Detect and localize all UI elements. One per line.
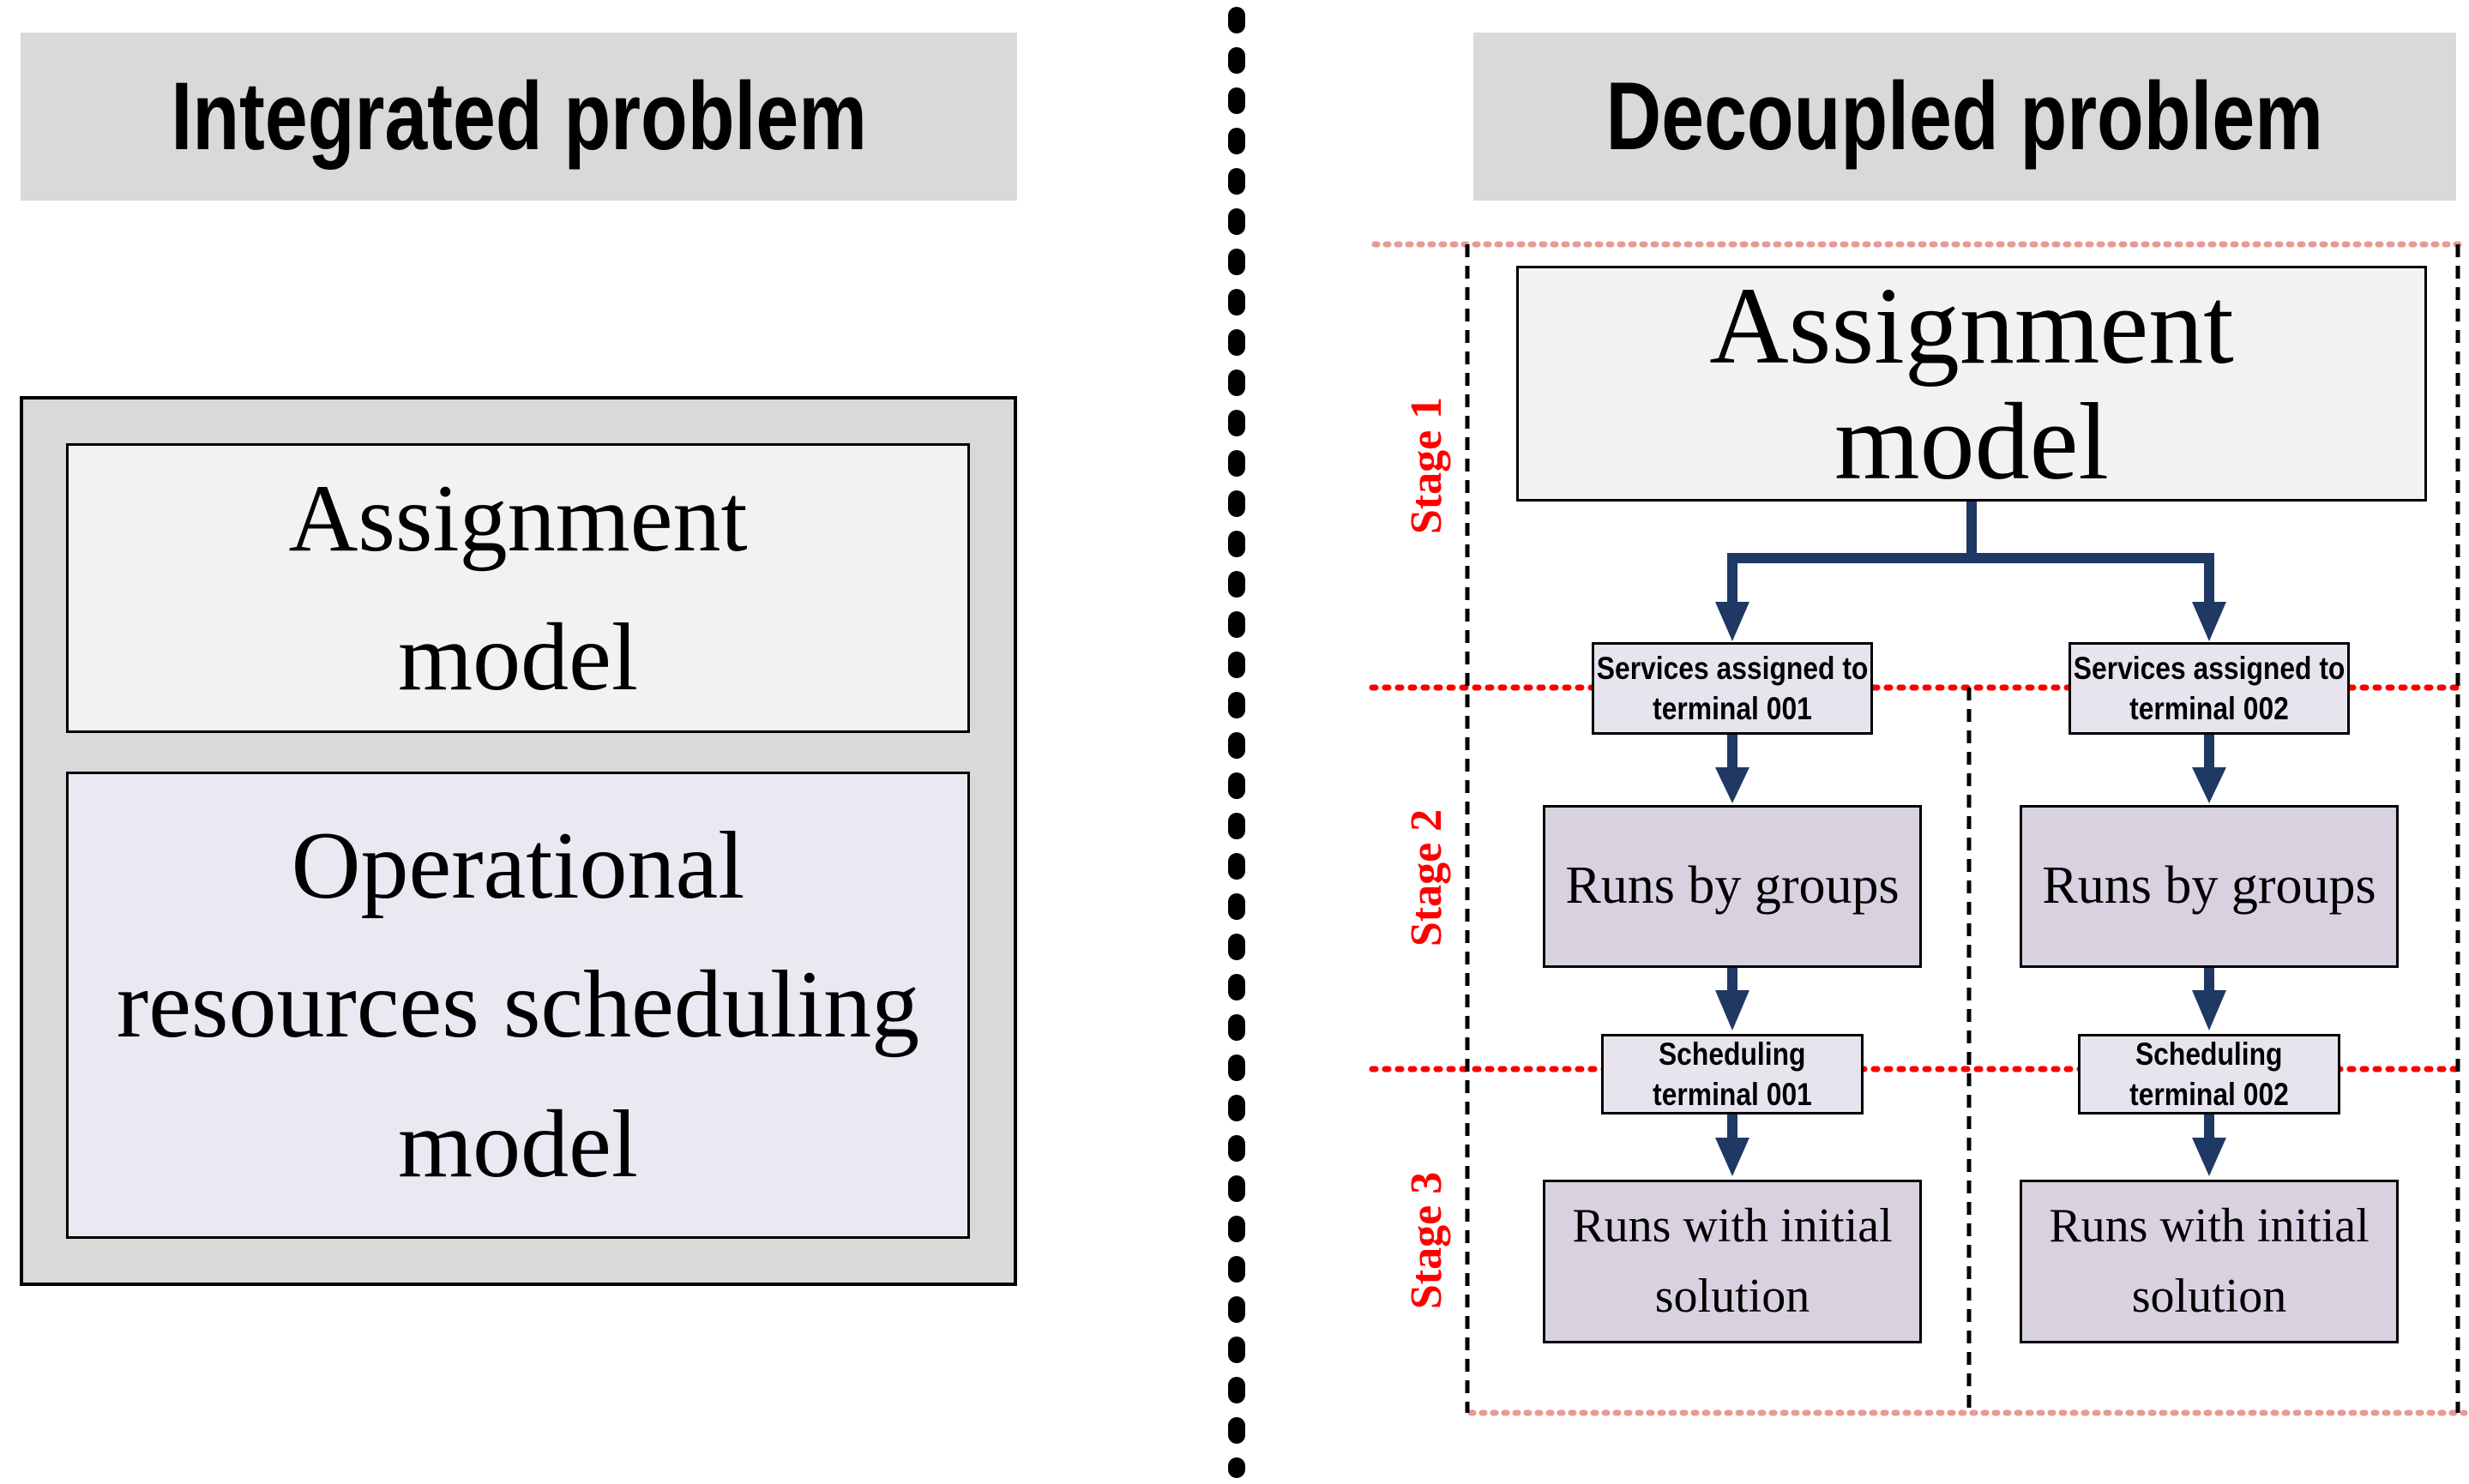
decoupled-assignment-line2: model [1834, 380, 2109, 502]
services-assigned-terminal-001-box: Services assigned to terminal 001 [1592, 642, 1873, 735]
runs-with-initial-solution-001-box: Runs with initial solution [1543, 1180, 1922, 1343]
services-002-line1: Services assigned to [2073, 651, 2346, 686]
stage-1-label: Stage 1 [1401, 396, 1451, 535]
runs-by-groups-001-label: Runs by groups [1565, 856, 1900, 916]
stage-3-label: Stage 3 [1401, 1171, 1451, 1310]
arrowhead-to-services-002 [2192, 602, 2226, 641]
decoupled-assignment-model-box: Assignment model [1516, 266, 2427, 502]
arrowhead-to-runs-002 [2192, 767, 2226, 803]
scheduling-terminal-001-box: Scheduling terminal 001 [1601, 1034, 1864, 1115]
decoupled-assignment-line1: Assignment [1709, 265, 2234, 388]
services-002-line2: terminal 002 [2129, 691, 2289, 726]
final-002-line1: Runs with initial [2049, 1199, 2370, 1253]
scheduling-002-line2: terminal 002 [2129, 1077, 2289, 1112]
arrowhead-to-final-001 [1715, 1138, 1749, 1176]
integrated-problem-header: Integrated problem [21, 33, 1017, 201]
scheduling-001-line1: Scheduling [1659, 1036, 1806, 1072]
integrated-problem-title: Integrated problem [171, 63, 867, 170]
runs-by-groups-002-label: Runs by groups [2042, 856, 2376, 916]
decoupled-problem-header: Decoupled problem [1473, 33, 2456, 201]
arrowhead-to-final-002 [2192, 1138, 2226, 1176]
arrowhead-to-runs-001 [1715, 767, 1749, 803]
operational-model-line3: model [398, 1090, 638, 1198]
operational-model-line1: Operational [291, 812, 745, 919]
integrated-assignment-model-box: Assignment model [66, 443, 970, 733]
arrowhead-to-scheduling-002 [2192, 990, 2226, 1030]
scheduling-001-line2: terminal 001 [1653, 1077, 1812, 1112]
final-001-line2: solution [1654, 1269, 1810, 1323]
final-002-line2: solution [2131, 1269, 2287, 1323]
scheduling-002-line1: Scheduling [2135, 1036, 2283, 1072]
services-assigned-terminal-002-box: Services assigned to terminal 002 [2069, 642, 2350, 735]
services-001-line1: Services assigned to [1596, 651, 1869, 686]
runs-with-initial-solution-002-box: Runs with initial solution [2020, 1180, 2399, 1343]
operational-model-line2: resources scheduling [116, 952, 920, 1059]
assignment-model-line2: model [398, 604, 638, 711]
assignment-branch-bar-line [1727, 553, 2214, 604]
runs-by-groups-001-box: Runs by groups [1543, 805, 1922, 968]
arrowhead-to-services-001 [1715, 602, 1749, 641]
decoupled-problem-title: Decoupled problem [1605, 63, 2324, 170]
assignment-model-line1: Assignment [288, 465, 748, 572]
final-001-line1: Runs with initial [1572, 1199, 1893, 1253]
runs-by-groups-002-box: Runs by groups [2020, 805, 2399, 968]
operational-resources-scheduling-model-box: Operational resources scheduling model [66, 772, 970, 1239]
scheduling-terminal-002-box: Scheduling terminal 002 [2078, 1034, 2340, 1115]
services-001-line2: terminal 001 [1653, 691, 1812, 726]
arrowhead-to-scheduling-001 [1715, 990, 1749, 1030]
